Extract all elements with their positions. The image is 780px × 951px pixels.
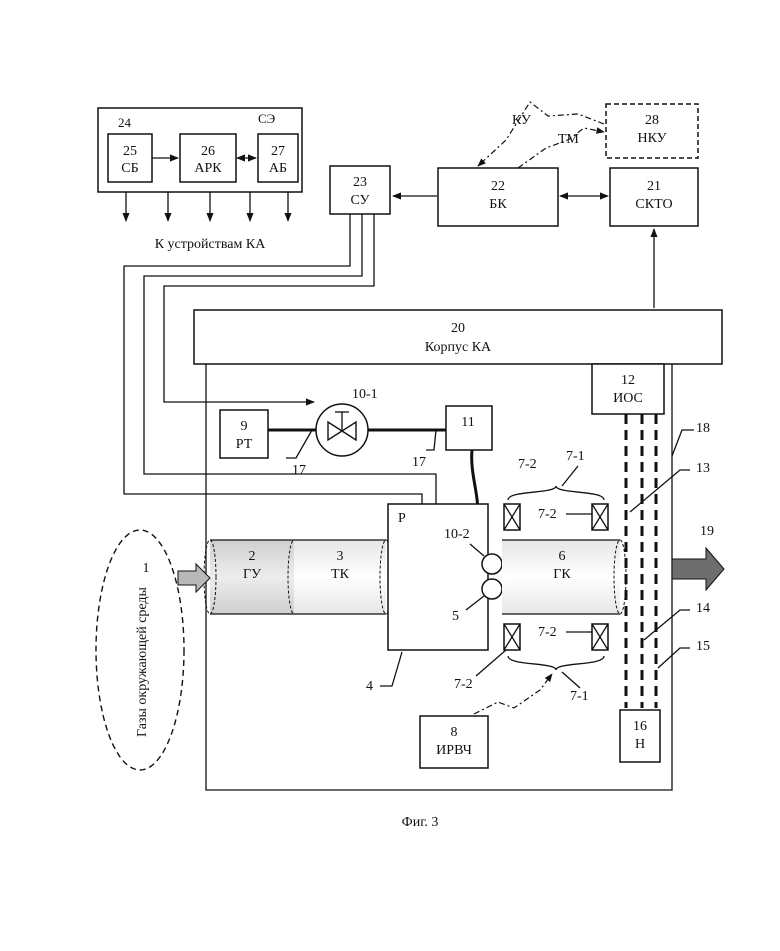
- gas-chamber-label: ГК: [553, 567, 571, 582]
- hull-num: 20: [451, 321, 465, 336]
- neutralizer-block: 16 Н: [620, 710, 660, 762]
- ion-source-block: 12 ИОС: [592, 364, 664, 414]
- command-link-label: КУ: [512, 113, 531, 128]
- compressor-cylinder: 3 ТК: [294, 540, 392, 614]
- coil-71-top-label: 7-1: [566, 449, 585, 464]
- gas-intake-cylinder: 2 ГУ: [204, 540, 300, 614]
- power-system-se-label: СЭ: [258, 111, 276, 126]
- control-system-label: СУ: [350, 193, 369, 208]
- grid-14-num: 14: [696, 601, 710, 616]
- accumulator-num: 27: [271, 144, 285, 159]
- regulator-label: АРК: [194, 161, 222, 176]
- control-system-num: 23: [353, 175, 367, 190]
- ground-control-label: НКУ: [637, 131, 666, 146]
- intake-label: ГУ: [243, 567, 261, 582]
- neutralizer-label: Н: [635, 737, 645, 752]
- ambient-label: Газы окружающей среды: [135, 586, 150, 737]
- ground-control-num: 28: [645, 113, 659, 128]
- hull-label: Корпус КА: [425, 340, 492, 355]
- grid-15-num: 15: [696, 639, 710, 654]
- compressor-num: 3: [337, 549, 344, 564]
- valve-5-num: 5: [452, 609, 459, 624]
- coil-top: 7-1 7-2 7-2: [504, 449, 608, 530]
- regulator-num: 26: [201, 144, 215, 159]
- gas-distribution-block: 11: [446, 406, 492, 450]
- pipeline-17-left: 17: [292, 463, 306, 478]
- receiver-num: 4: [366, 679, 373, 694]
- coil-72-top-right-label: 7-2: [538, 507, 557, 522]
- coil-72-top-left-label: 7-2: [518, 457, 537, 472]
- tank-num: 9: [241, 419, 248, 434]
- solar-battery-num: 25: [123, 144, 137, 159]
- distribution-num: 11: [461, 415, 474, 430]
- grid-13-num: 13: [696, 461, 710, 476]
- control-system-block: 23 СУ: [330, 166, 390, 214]
- tank-label: РТ: [236, 437, 253, 452]
- figure-caption: Фиг. 3: [402, 815, 439, 830]
- ambient-num: 1: [143, 561, 150, 576]
- grid-18-num: 18: [696, 421, 710, 436]
- valve-10-1-num: 10-1: [352, 387, 378, 402]
- telemetry-link-label: ТМ: [558, 132, 579, 147]
- thermal-control-block: 21 СКТО: [610, 168, 698, 308]
- exhaust-num: 19: [700, 524, 714, 539]
- rf-source-label: ИРВЧ: [436, 743, 472, 758]
- neutralizer-num: 16: [633, 719, 647, 734]
- onboard-complex-num: 22: [491, 179, 505, 194]
- intake-num: 2: [249, 549, 256, 564]
- ion-source-num: 12: [621, 373, 635, 388]
- receiver-r-label: Р: [398, 511, 406, 526]
- ambient-gases: 1 Газы окружающей среды: [96, 530, 210, 770]
- accumulator-label: АБ: [269, 161, 287, 176]
- pipeline-17-right: 17: [412, 455, 426, 470]
- coil-72-bottom-left-label: 7-2: [454, 677, 473, 692]
- ion-source-label: ИОС: [613, 391, 643, 406]
- compressor-label: ТК: [331, 567, 350, 582]
- onboard-complex-label: БК: [489, 197, 507, 212]
- gas-chamber-cylinder: 6 ГК: [502, 540, 626, 614]
- working-fluid-tank: 9 РТ: [220, 410, 268, 458]
- gas-chamber-num: 6: [559, 549, 566, 564]
- rf-source-block: 8 ИРВЧ: [420, 674, 552, 768]
- rf-source-num: 8: [451, 725, 458, 740]
- thermal-control-label: СКТО: [635, 197, 672, 212]
- solar-battery-label: СБ: [121, 161, 138, 176]
- power-system-block: 24 СЭ 25 СБ 26 АРК 27 АБ К устройствам К…: [98, 108, 302, 252]
- coil-72-bottom-right-label: 7-2: [538, 625, 557, 640]
- ground-control-block: 28 НКУ КУ ТМ: [478, 102, 698, 168]
- onboard-complex-block: 22 БК: [393, 168, 608, 226]
- valve-10-1: 10-1: [316, 387, 378, 456]
- power-system-num: 24: [118, 115, 132, 130]
- thermal-control-num: 21: [647, 179, 661, 194]
- devices-label: К устройствам КА: [155, 237, 267, 252]
- exhaust-arrow: 19: [672, 524, 724, 590]
- valve-10-2-num: 10-2: [444, 527, 470, 542]
- coil-71-bottom-label: 7-1: [570, 689, 589, 704]
